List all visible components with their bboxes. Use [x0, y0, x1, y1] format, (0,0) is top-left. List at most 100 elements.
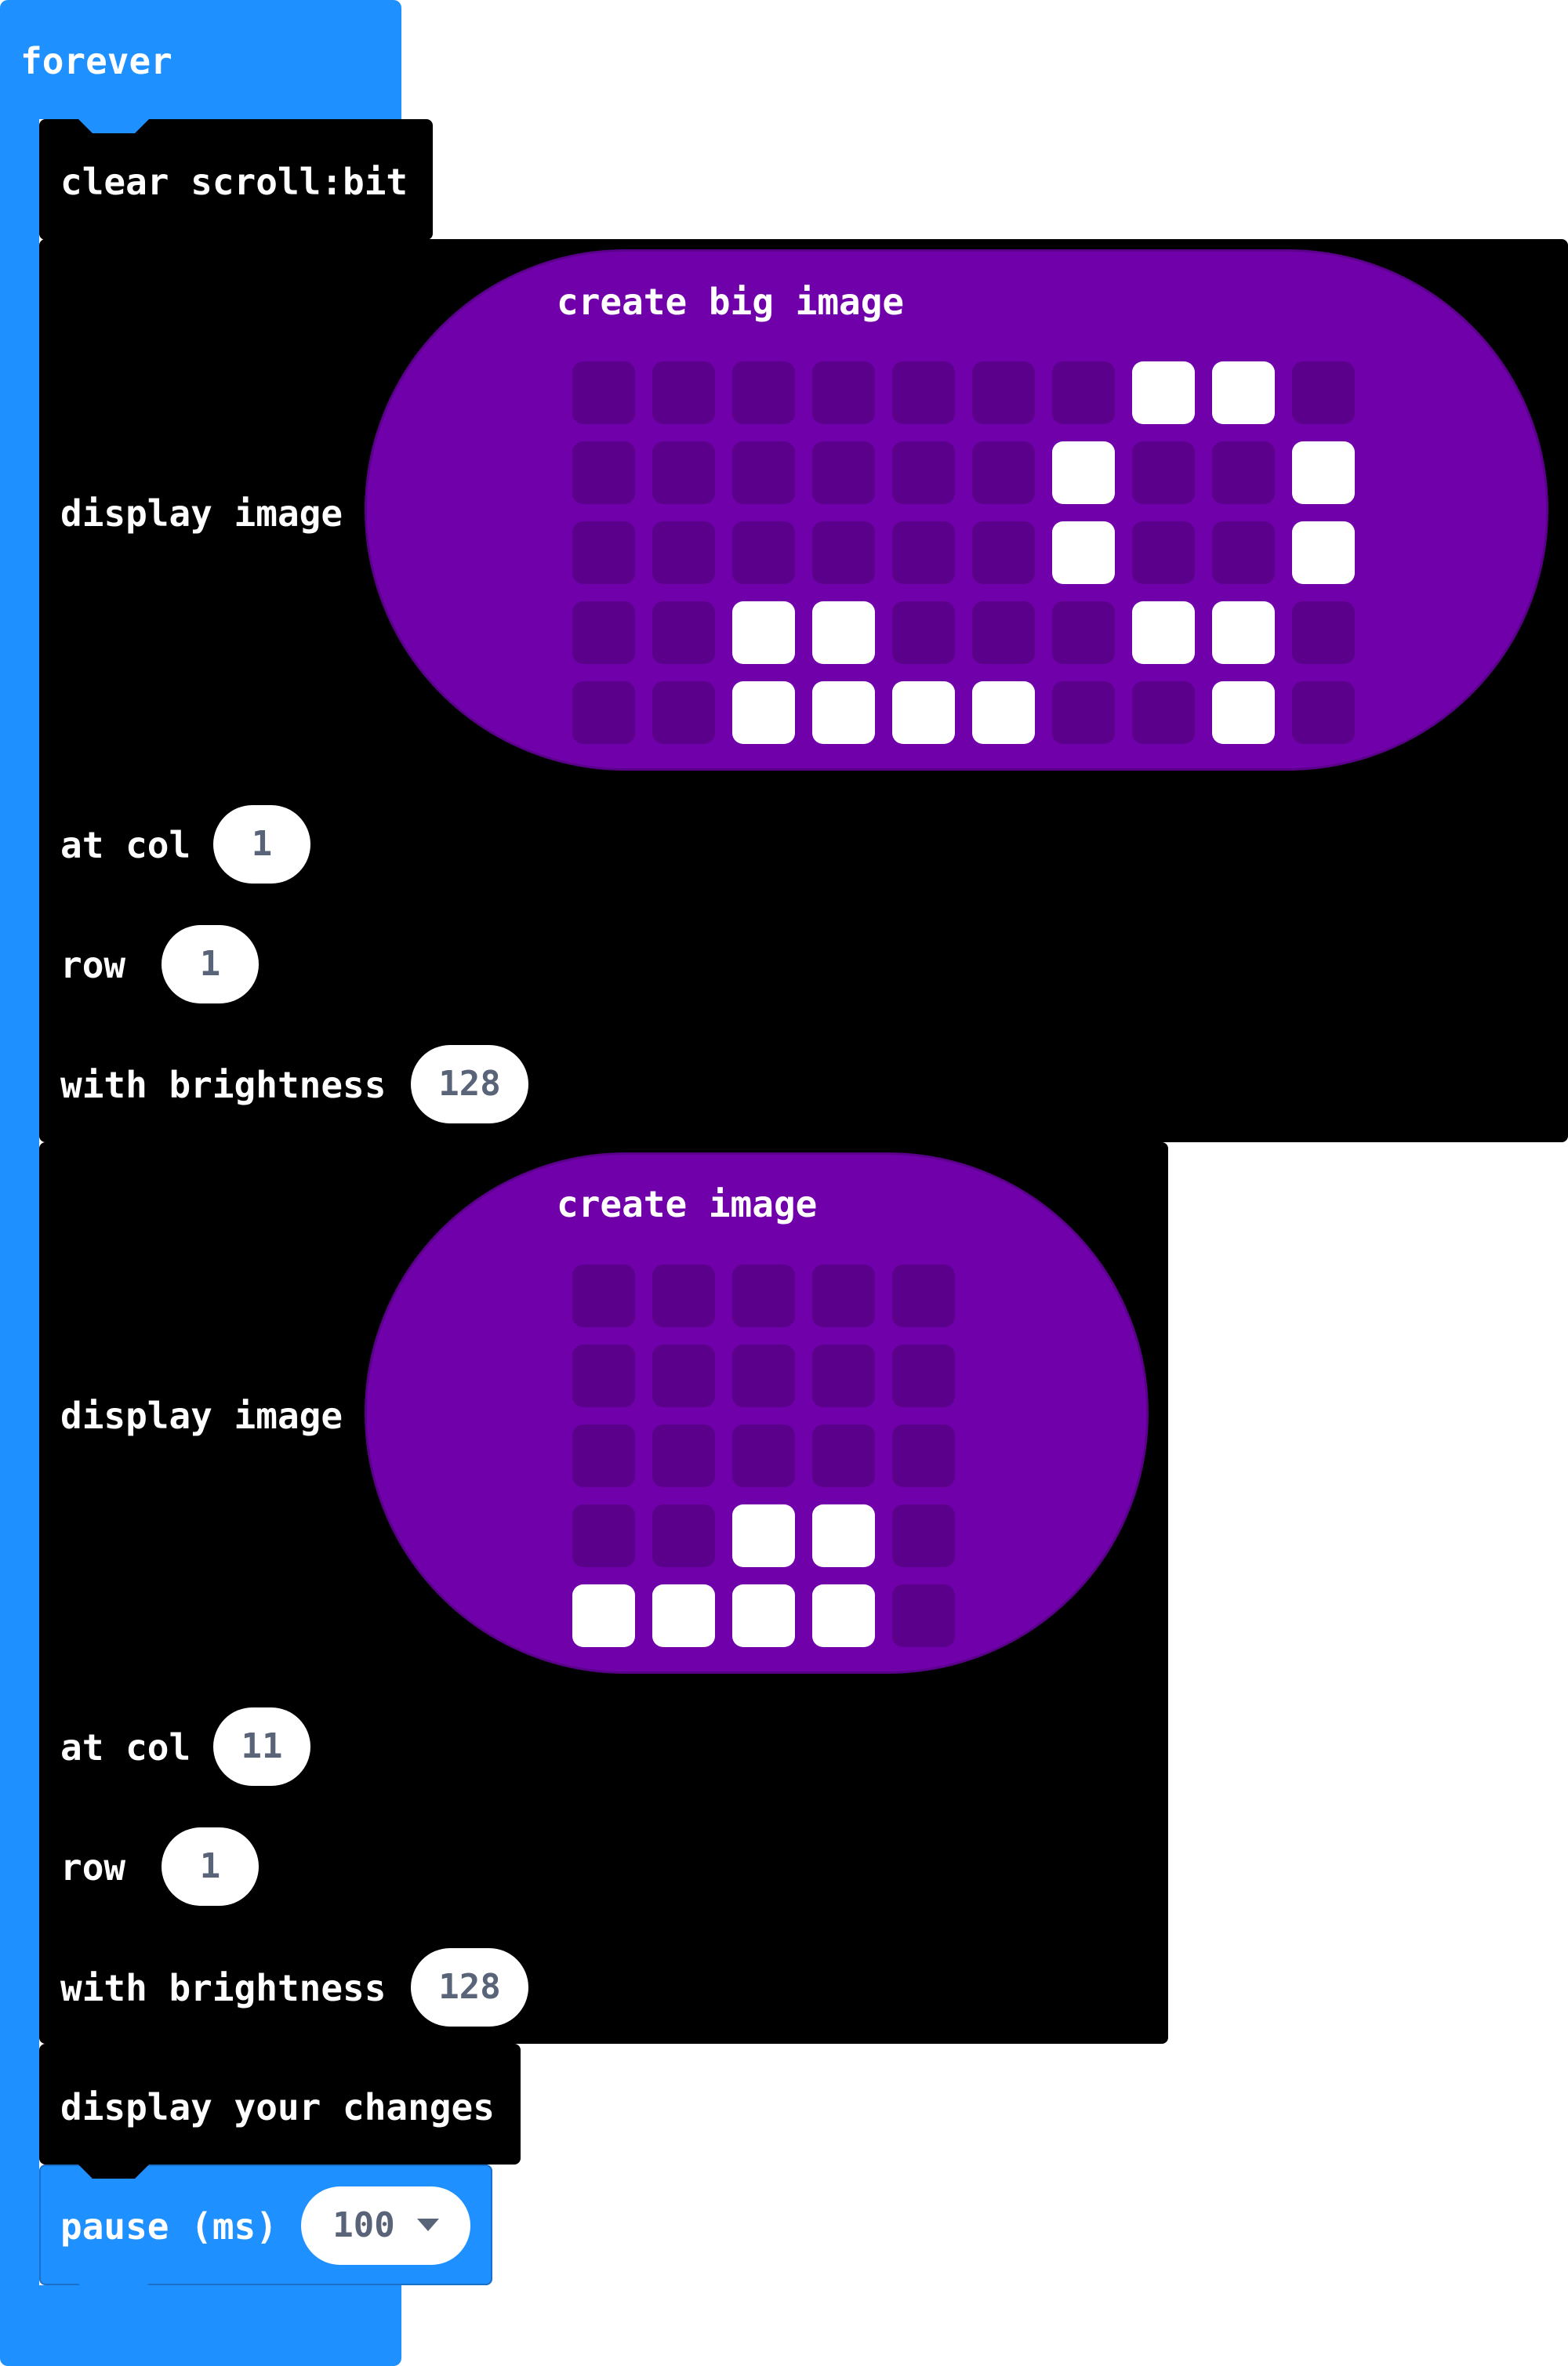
led-cell-off[interactable] [572, 1424, 635, 1487]
led-cell-on[interactable] [1212, 361, 1275, 424]
pause-block[interactable] [39, 2165, 492, 2285]
led-cell-on[interactable] [732, 1504, 795, 1567]
led-cell-on[interactable] [1132, 361, 1195, 424]
led-cell-off[interactable] [892, 361, 955, 424]
led-cell-off[interactable] [812, 521, 875, 584]
display-changes-label: display your changes [60, 2086, 495, 2128]
row-label: row [60, 944, 126, 986]
led-cell-off[interactable] [732, 361, 795, 424]
led-cell-on[interactable] [1052, 441, 1115, 504]
led-cell-off[interactable] [572, 1344, 635, 1407]
led-cell-on[interactable] [1212, 601, 1275, 664]
create-big-image-label: create big image [557, 281, 905, 323]
led-cell-off[interactable] [572, 681, 635, 744]
led-cell-on[interactable] [812, 681, 875, 744]
led-cell-on[interactable] [1132, 601, 1195, 664]
led-cell-off[interactable] [732, 441, 795, 504]
led-cell-on[interactable] [732, 601, 795, 664]
led-cell-off[interactable] [1052, 601, 1115, 664]
led-cell-off[interactable] [652, 1265, 715, 1327]
led-cell-off[interactable] [812, 361, 875, 424]
led-cell-on[interactable] [812, 1584, 875, 1647]
led-cell-off[interactable] [652, 441, 715, 504]
led-cell-off[interactable] [572, 361, 635, 424]
display-image-label: display image [60, 1395, 343, 1437]
led-cell-off[interactable] [972, 521, 1035, 584]
led-cell-off[interactable] [572, 601, 635, 664]
led-cell-off[interactable] [652, 1424, 715, 1487]
led-cell-off[interactable] [652, 361, 715, 424]
led-cell-on[interactable] [1292, 521, 1355, 584]
led-cell-on[interactable] [732, 681, 795, 744]
led-cell-off[interactable] [572, 1504, 635, 1567]
led-cell-off[interactable] [1132, 521, 1195, 584]
led-cell-off[interactable] [1292, 681, 1355, 744]
led-cell-off[interactable] [652, 681, 715, 744]
led-cell-off[interactable] [892, 1424, 955, 1487]
led-cell-off[interactable] [1132, 441, 1195, 504]
led-cell-off[interactable] [812, 1265, 875, 1327]
row-input[interactable]: 1 [162, 925, 259, 1003]
led-cell-off[interactable] [892, 1265, 955, 1327]
block-notch [78, 2165, 149, 2179]
col-input[interactable]: 11 [213, 1707, 310, 1786]
led-cell-off[interactable] [732, 521, 795, 584]
brightness-input[interactable]: 128 [411, 1948, 528, 2027]
at-col-label: at col [60, 1726, 191, 1769]
block-notch [78, 119, 149, 133]
led-cell-on[interactable] [892, 681, 955, 744]
led-cell-off[interactable] [652, 521, 715, 584]
display-changes-block[interactable] [39, 2044, 521, 2165]
col-input[interactable]: 1 [213, 805, 310, 884]
led-cell-off[interactable] [1212, 441, 1275, 504]
led-cell-off[interactable] [892, 521, 955, 584]
led-cell-off[interactable] [572, 521, 635, 584]
led-cell-off[interactable] [972, 441, 1035, 504]
row-label: row [60, 1846, 126, 1889]
led-cell-off[interactable] [812, 1424, 875, 1487]
led-cell-off[interactable] [1292, 601, 1355, 664]
led-grid-big [572, 361, 1355, 744]
led-cell-off[interactable] [652, 601, 715, 664]
led-cell-off[interactable] [1132, 681, 1195, 744]
led-cell-off[interactable] [572, 1265, 635, 1327]
led-cell-on[interactable] [812, 601, 875, 664]
led-grid-small [572, 1265, 955, 1647]
led-cell-off[interactable] [972, 361, 1035, 424]
brightness-input[interactable]: 128 [411, 1045, 528, 1123]
led-cell-off[interactable] [812, 441, 875, 504]
led-cell-off[interactable] [652, 1344, 715, 1407]
led-cell-off[interactable] [1212, 521, 1275, 584]
led-cell-off[interactable] [892, 1344, 955, 1407]
pause-dropdown[interactable]: 100 [301, 2186, 470, 2265]
led-cell-off[interactable] [732, 1344, 795, 1407]
led-cell-on[interactable] [972, 681, 1035, 744]
led-cell-on[interactable] [1212, 681, 1275, 744]
led-cell-off[interactable] [892, 441, 955, 504]
led-cell-on[interactable] [652, 1584, 715, 1647]
clear-scrollbit-block[interactable] [39, 119, 433, 240]
forever-label: forever [20, 40, 172, 82]
led-cell-on[interactable] [732, 1584, 795, 1647]
led-cell-off[interactable] [892, 1504, 955, 1567]
led-cell-off[interactable] [892, 1584, 955, 1647]
led-cell-off[interactable] [892, 601, 955, 664]
led-cell-off[interactable] [732, 1265, 795, 1327]
led-cell-on[interactable] [812, 1504, 875, 1567]
led-cell-on[interactable] [1292, 441, 1355, 504]
led-cell-off[interactable] [1292, 361, 1355, 424]
led-cell-off[interactable] [732, 1424, 795, 1487]
led-cell-on[interactable] [1052, 521, 1115, 584]
row-input[interactable]: 1 [162, 1827, 259, 1906]
led-cell-off[interactable] [972, 601, 1035, 664]
led-cell-off[interactable] [1052, 361, 1115, 424]
forever-block[interactable] [0, 0, 401, 119]
led-cell-off[interactable] [652, 1504, 715, 1567]
led-cell-off[interactable] [812, 1344, 875, 1407]
brightness-label: with brightness [60, 1967, 387, 2009]
led-cell-off[interactable] [572, 441, 635, 504]
led-cell-on[interactable] [572, 1584, 635, 1647]
chevron-down-icon [416, 2219, 439, 2231]
forever-block-bottom [0, 2285, 401, 2366]
led-cell-off[interactable] [1052, 681, 1115, 744]
